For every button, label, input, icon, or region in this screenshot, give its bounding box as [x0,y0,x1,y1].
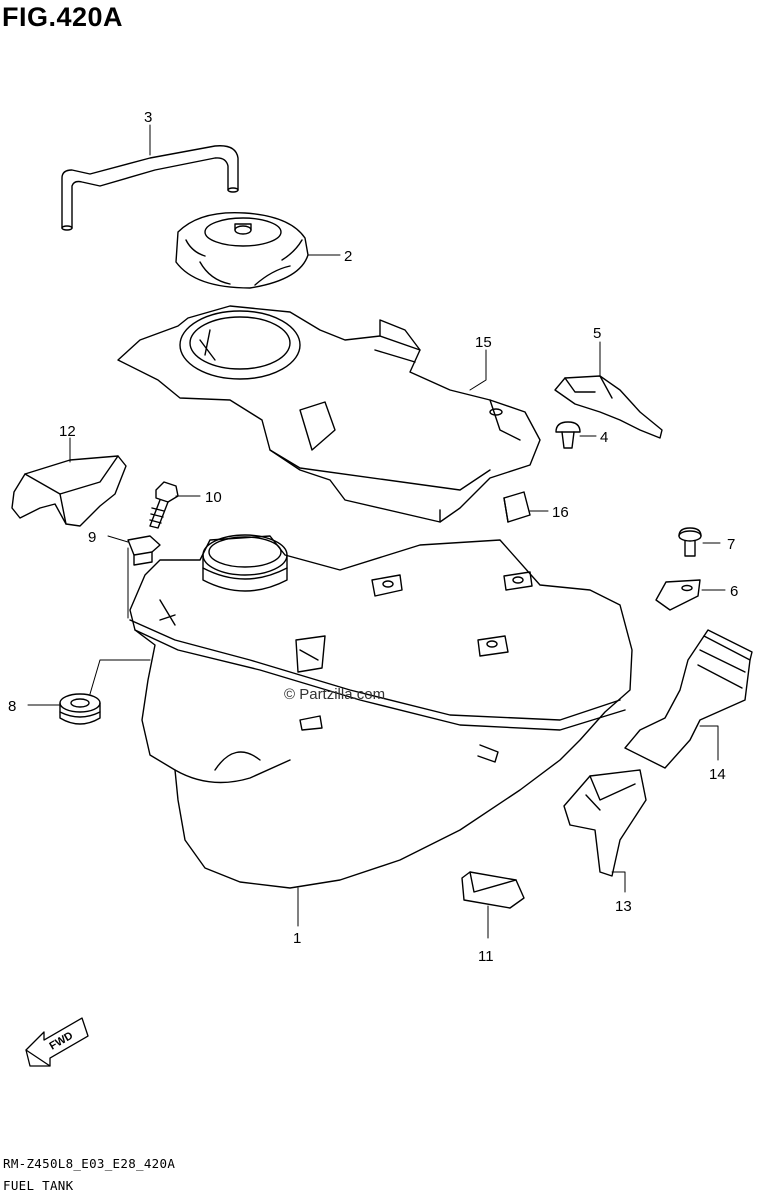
screw-4 [555,421,581,449]
callout-9: 9 [88,529,96,546]
callout-6: 6 [730,583,738,600]
spacer-9 [127,535,161,566]
callout-1: 1 [293,930,301,947]
callout-3: 3 [144,109,152,126]
clamp-5 [554,375,663,439]
tank-cover [117,305,541,523]
watermark: © Partzilla.com [284,686,385,703]
callout-7: 7 [727,536,735,553]
arrow-fwd-icon [25,1017,89,1067]
callout-14: 14 [709,766,726,783]
callout-12: 12 [59,423,76,440]
callout-5: 5 [593,325,601,342]
bracket-13 [563,769,647,877]
callout-16: 16 [552,504,569,521]
breather-hose [61,145,239,231]
clip-11 [461,871,525,909]
figure-title: FIG.420A [2,2,124,32]
grommet-8 [59,693,101,725]
plate-6 [655,579,701,611]
callout-8: 8 [8,698,16,715]
callout-10: 10 [205,489,222,506]
callout-11: 11 [478,948,494,965]
bracket-12 [11,455,127,527]
heat-guard-14 [624,629,753,769]
fuel-cap [175,211,309,289]
fuel-tank [129,534,633,889]
callout-labels: 3 2 5 4 15 12 10 9 16 7 6 8 14 13 11 1 ©… [8,109,738,1053]
bolt-10 [149,481,179,529]
leader-lines [27,124,726,939]
callout-4: 4 [600,429,608,446]
bolt-7 [678,527,702,557]
callout-13: 13 [615,898,632,915]
callout-15: 15 [475,334,492,351]
callout-2: 2 [344,248,352,265]
footer-code: RM-Z450L8_E03_E28_420A [3,1156,176,1171]
cushion-16 [503,491,531,523]
footer-name: FUEL TANK [3,1178,74,1193]
